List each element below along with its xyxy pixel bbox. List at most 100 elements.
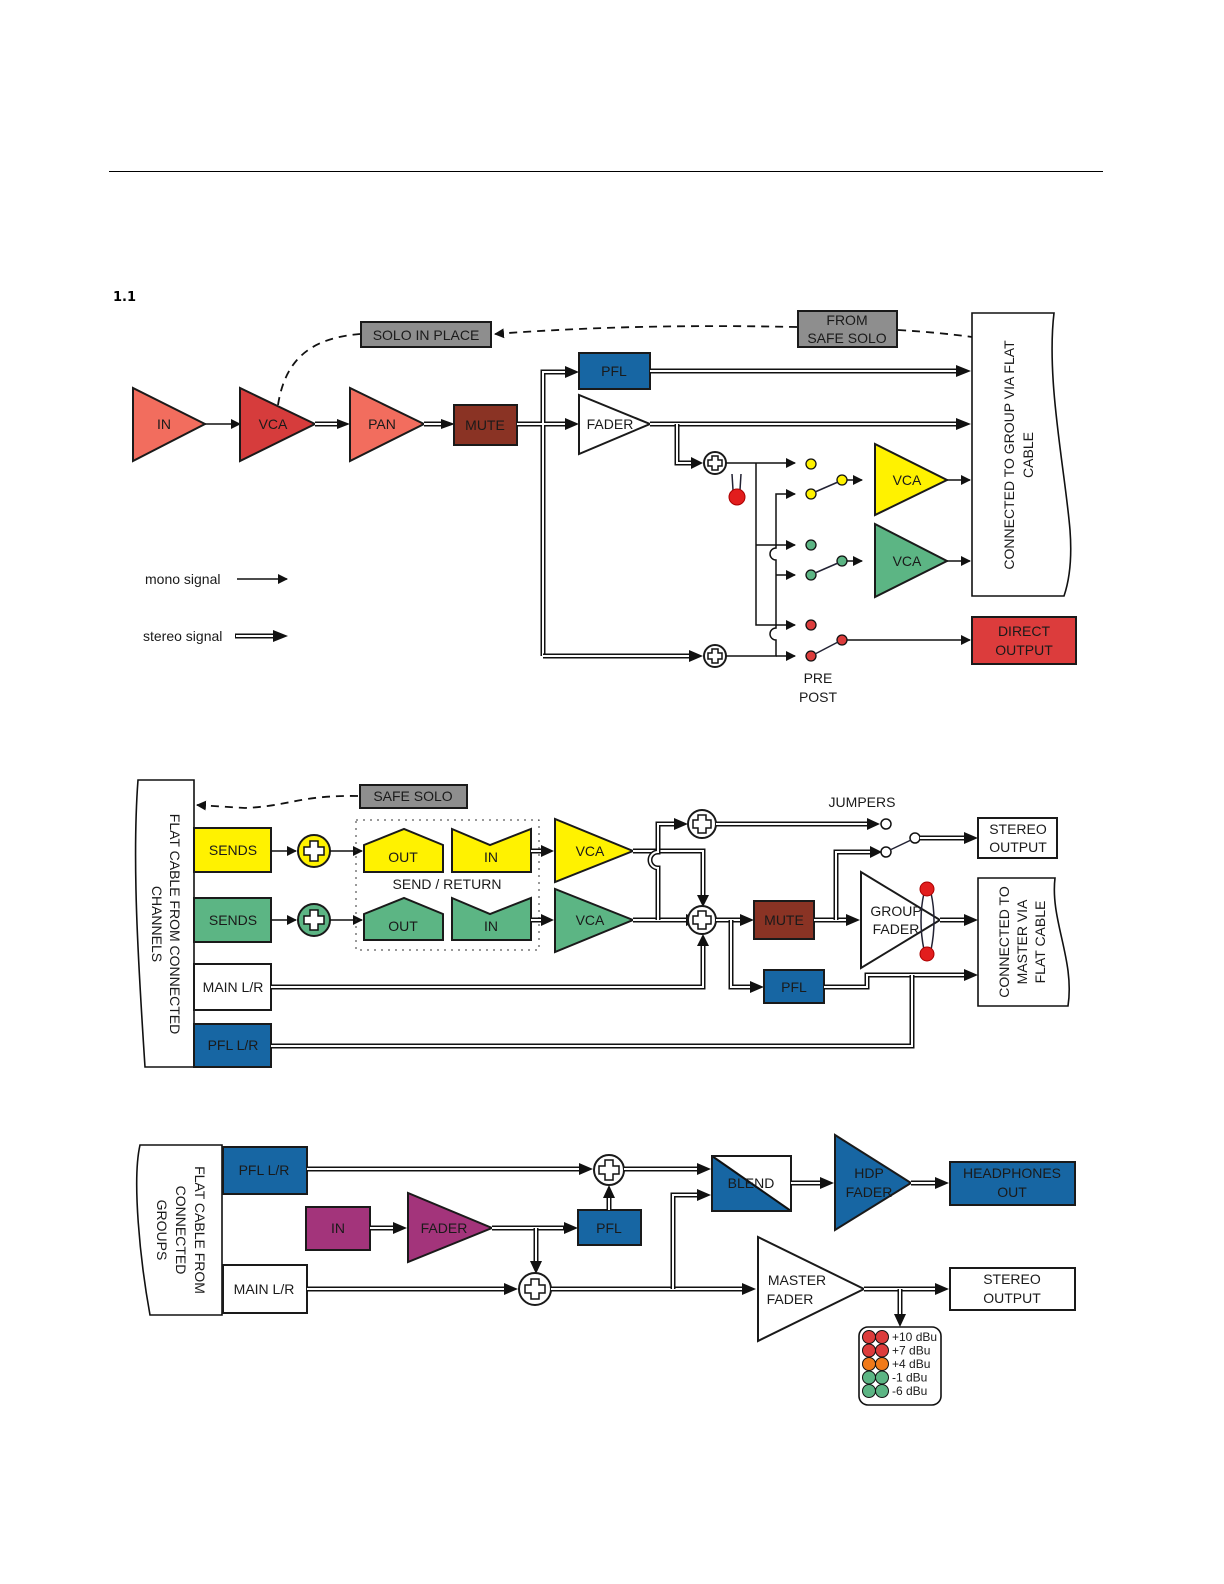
solo-in-place-box: SOLO IN PLACE — [360, 321, 492, 348]
in-label: IN — [157, 416, 171, 432]
pfl-label: PFL — [601, 363, 627, 379]
meter-led-icon — [875, 1370, 889, 1385]
groups-cable-label-2: CONNECTED — [173, 1186, 189, 1275]
group-section: FLAT CABLE FROM CONNECTED CHANNELS SAFE … — [134, 779, 1070, 1068]
vca-amp: VCA — [239, 386, 318, 463]
sum-node-pre — [703, 644, 727, 668]
group-cable-label-1: CONNECTED TO GROUP VIA FLAT — [1001, 340, 1017, 570]
from-safe-solo-label-1: FROM — [826, 312, 867, 328]
meter-led-icon — [875, 1384, 889, 1398]
pre-label: PRE — [804, 670, 833, 686]
section-number: 1.1 — [113, 290, 137, 305]
send-return-label: SEND / RETURN — [393, 876, 502, 892]
channel-flat-cable: FLAT CABLE FROM CONNECTED CHANNELS — [134, 779, 195, 1068]
meter-level-label: -6 dBu — [892, 1384, 927, 1398]
main-sum-node — [518, 1272, 552, 1306]
master-cable-label-2: MASTER VIA — [1014, 899, 1030, 984]
master-pfl-lr-block: PFL L/R — [222, 1146, 308, 1195]
safe-solo-dash-line-right — [897, 329, 973, 338]
group-mute-block: MUTE — [753, 900, 815, 940]
master-main-lr-label: MAIN L/R — [234, 1281, 295, 1297]
safe-solo-label: SAFE SOLO — [373, 788, 452, 804]
channel-cable-label-1: FLAT CABLE FROM CONNECTED — [167, 814, 183, 1034]
hdp-fader-amp: HDP FADER — [834, 1133, 913, 1232]
group-pfl-label: PFL — [781, 979, 807, 995]
safe-solo-dash — [196, 795, 359, 811]
out-green-label: OUT — [388, 918, 418, 934]
master-stereo-output-box: STEREO OUTPUT — [949, 1267, 1076, 1311]
group-stereo-output-label-2: OUTPUT — [989, 839, 1047, 855]
vca-yellow-label: VCA — [893, 472, 922, 488]
header-rule — [109, 171, 1103, 172]
sends-yellow-block: SENDS — [193, 827, 272, 873]
fader-label: FADER — [587, 416, 634, 432]
groups-flat-cable: FLAT CABLE FROM CONNECTED GROUPS — [135, 1144, 223, 1316]
stereo-bus-post-mute — [517, 366, 703, 662]
master-stereo-output-label-2: OUTPUT — [983, 1290, 1041, 1306]
group-vca-green: VCA — [554, 887, 636, 954]
from-safe-solo-box: FROM SAFE SOLO — [797, 310, 898, 348]
meter-led-icon — [862, 1330, 876, 1344]
channel-cable-label-2: CHANNELS — [149, 886, 165, 962]
direct-output-box: DIRECT OUTPUT — [971, 616, 1077, 665]
master-pfl-lr-label: PFL L/R — [239, 1162, 290, 1178]
legend-mono-label: mono signal — [145, 571, 221, 587]
meter-level-label: +7 dBu — [892, 1344, 930, 1358]
group-sum-main — [687, 905, 717, 935]
post-label: POST — [799, 689, 838, 705]
send-switch-yellow[interactable] — [805, 458, 848, 500]
from-safe-solo-label-2: SAFE SOLO — [807, 330, 886, 346]
group-stereo-output-box: STEREO OUTPUT — [977, 817, 1058, 859]
pfl-block: PFL — [578, 352, 651, 390]
group-vca-green-label: VCA — [576, 912, 605, 928]
meter-led-icon — [862, 1343, 876, 1358]
master-cable-label-1: CONNECTED TO — [996, 886, 1012, 998]
meter-led-icon — [862, 1384, 876, 1398]
solo-dash-line — [277, 333, 361, 406]
send-return-group — [355, 819, 540, 951]
send-out-green: OUT — [363, 896, 444, 941]
group-fader-label-1: GROUP — [870, 903, 921, 919]
master-pfl-block: PFL — [577, 1209, 642, 1246]
talkback-fader-label: FADER — [421, 1220, 468, 1236]
return-in-yellow: IN — [451, 827, 532, 873]
level-meter: +10 dBu+7 dBu+4 dBu-1 dBu-6 dBu — [858, 1326, 942, 1406]
blend-control: BLEND — [711, 1155, 792, 1212]
hdp-fader-label-2: FADER — [846, 1184, 893, 1200]
send-vca-green: VCA — [874, 522, 950, 599]
meter-level-label: +10 dBu — [892, 1330, 937, 1344]
jumpers-switch[interactable] — [880, 818, 921, 858]
group-stereo-output-label-1: STEREO — [989, 821, 1047, 837]
headphones-label-2: OUT — [997, 1184, 1027, 1200]
group-cable-label-2: CABLE — [1020, 432, 1036, 478]
blend-label: BLEND — [728, 1175, 775, 1191]
master-main-lr-block: MAIN L/R — [222, 1264, 308, 1314]
send-switch-green[interactable] — [805, 539, 848, 581]
pan-label: PAN — [368, 416, 396, 432]
meter-level-label: -1 dBu — [892, 1371, 927, 1385]
legend: mono signal stereo signal — [143, 571, 288, 644]
master-fader-label-2: FADER — [767, 1291, 814, 1307]
in-amp: IN — [132, 386, 208, 463]
channel-section: SOLO IN PLACE FROM SAFE SOLO IN VCA PAN — [132, 310, 1077, 705]
safe-solo-dash-line — [494, 325, 798, 339]
group-pfl-block: PFL — [763, 969, 825, 1004]
group-vca-yellow-label: VCA — [576, 843, 605, 859]
main-lr-label: MAIN L/R — [203, 979, 264, 995]
sends-green-label: SENDS — [209, 912, 257, 928]
headphones-out-box: HEADPHONES OUT — [949, 1161, 1076, 1206]
group-fader-amp: GROUP FADER — [860, 870, 942, 970]
vca-green-label: VCA — [893, 553, 922, 569]
in-yellow-label: IN — [484, 849, 498, 865]
groups-cable-label-3: GROUPS — [154, 1200, 170, 1261]
sum-node-post — [703, 451, 727, 475]
meter-led-icon — [875, 1343, 889, 1358]
pfl-lr-block: PFL L/R — [193, 1023, 272, 1068]
talkback-fader-amp: FADER — [407, 1191, 495, 1264]
direct-out-switch[interactable] — [805, 619, 848, 662]
group-flat-cable: CONNECTED TO GROUP VIA FLAT CABLE — [971, 312, 1072, 597]
sum-green — [297, 903, 331, 937]
master-stereo-output-label-1: STEREO — [983, 1271, 1041, 1287]
master-cable-label-3: FLAT CABLE — [1032, 901, 1048, 984]
